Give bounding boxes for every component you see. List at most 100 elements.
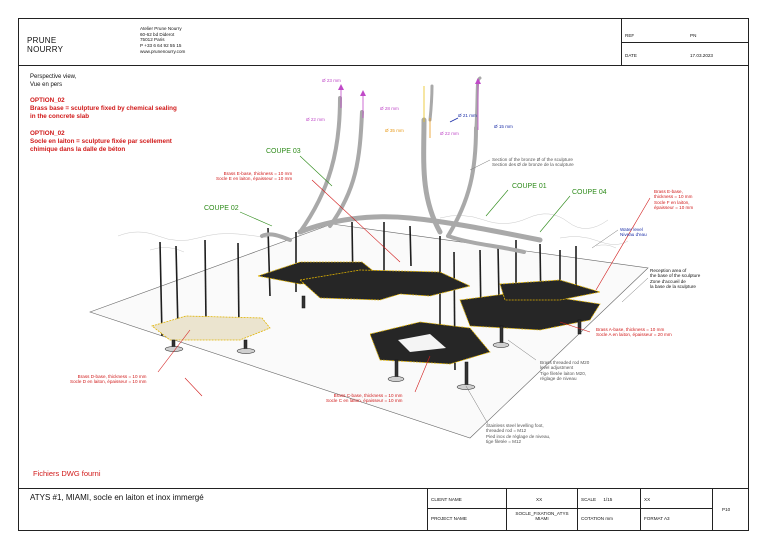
studio-address: Atelier Prune Nourry 60-62 bd Diderot 75… bbox=[140, 26, 185, 55]
note-abase: Brass A-base, thickness = 10 mm Socle A … bbox=[596, 327, 672, 338]
tb-xx-cell bbox=[640, 488, 713, 509]
view-caption: Perspective view, Vue en pers bbox=[30, 74, 76, 90]
note-abase-fr: Socle A en laiton, épaisseur = 20 mm bbox=[596, 332, 672, 338]
scale-value: 1/15 bbox=[603, 497, 613, 502]
note-foot-1: Stainless steel levelling foot, bbox=[486, 423, 544, 428]
dim-22-right: Ø 22 mm bbox=[440, 131, 459, 136]
note-reception-3: Zone d'accueil de bbox=[650, 278, 686, 284]
studio-name: Atelier Prune Nourry bbox=[140, 26, 182, 31]
water-surface-lines bbox=[117, 213, 629, 253]
note-rod-1: Brass threaded rod M20 bbox=[540, 360, 590, 365]
base-d bbox=[151, 315, 271, 341]
note-rod-3: Tige filetée laiton M20, bbox=[540, 370, 587, 376]
ref-label: REF bbox=[625, 33, 635, 38]
brand-name: PRUNE NOURRY bbox=[27, 36, 63, 54]
project-value-2: MIAMI bbox=[535, 516, 549, 522]
address-line-2: 75012 Paris bbox=[140, 37, 165, 43]
note-reception-area: Reception area of the base of the sculpt… bbox=[650, 268, 700, 289]
section-coupe-01: COUPE 01 bbox=[512, 183, 547, 190]
bronze-sculpture bbox=[260, 76, 543, 254]
option-line-en-1: Brass base = sculpture fixed by chemical… bbox=[30, 105, 177, 113]
note-ebase-right-1: Brass E-base, bbox=[654, 189, 683, 194]
note-water-en: Water level bbox=[620, 227, 643, 232]
dim-22-left: Ø 22 mm bbox=[306, 117, 325, 122]
format-label: FORMAT A3 bbox=[644, 516, 670, 521]
note-rod-2: level adjustment bbox=[540, 365, 574, 371]
grey-leaders bbox=[465, 159, 649, 425]
scale-label: SCALE 1/15 bbox=[581, 497, 612, 502]
note-cbase-fr: Socle C en laiton, épaisseur = 10 mm bbox=[326, 398, 403, 404]
section-coupe-02: COUPE 02 bbox=[204, 205, 239, 212]
ref-value: PN bbox=[690, 33, 697, 38]
dim-28: Ø 28 mm bbox=[380, 106, 399, 111]
note-ebase-right-2: thickness = 10 mm bbox=[654, 194, 693, 200]
note-reception-4: la base de la sculpture bbox=[650, 283, 696, 289]
note-foot-3: Pied inox de réglage de niveau, bbox=[486, 433, 551, 439]
note-ebase-left-en: Brass E-base, thickness = 10 mm bbox=[223, 171, 293, 176]
project-value-1: SOCLE_FIXATION_ATYS bbox=[515, 511, 569, 516]
section-coupe-04: COUPE 04 bbox=[572, 189, 607, 196]
dimension-arrows bbox=[338, 78, 481, 138]
green-leaders bbox=[239, 155, 571, 233]
note-reception-1: Reception area of bbox=[650, 268, 687, 273]
cotation-label: COTATION mm bbox=[581, 516, 613, 521]
note-dwg-files: Fichiers DWG fourni bbox=[33, 469, 101, 478]
option-line-en-2: in the concrete slab bbox=[30, 113, 90, 121]
date-value: 17.03.2023 bbox=[690, 53, 713, 58]
option-title-en: OPTION_02 bbox=[30, 97, 65, 104]
dim-23: Ø 23 mm bbox=[322, 78, 341, 83]
note-ebase-right-4: épaisseur = 10 mm bbox=[654, 204, 694, 210]
option-title-fr: OPTION_02 bbox=[30, 130, 65, 137]
note-ebase-right-3: Socle F en laiton, bbox=[654, 199, 690, 205]
brass-bases bbox=[151, 261, 601, 365]
note-reception-2: the base of the sculpture bbox=[650, 273, 701, 279]
note-ebase-left-fr: Socle E en laiton, épaisseur = 10 mm bbox=[216, 176, 293, 182]
dim-21: Ø 21 mm bbox=[458, 113, 477, 118]
note-abase-en: Brass A-base, thickness = 10 mm bbox=[596, 327, 665, 332]
note-bronze-section: Section of the bronze Ø of the sculpture… bbox=[492, 157, 574, 168]
base-f bbox=[499, 279, 601, 301]
client-value: XX bbox=[536, 497, 543, 502]
note-threaded-rod: Brass threaded rod M20 level adjustment … bbox=[540, 360, 589, 381]
client-label: CLIENT NAME bbox=[431, 497, 462, 502]
website: www.prunenourry.com bbox=[140, 48, 186, 54]
dim-35: Ø 35 mm bbox=[385, 128, 404, 133]
view-caption-fr: Vue en pers bbox=[30, 81, 63, 88]
date-label: DATE bbox=[625, 53, 637, 58]
address-line-1: 60-62 bd Diderot bbox=[140, 31, 175, 37]
note-water-fr: Niveau d'eau bbox=[620, 232, 647, 238]
note-rod-4: réglage de niveau bbox=[540, 375, 577, 381]
tb-page-cell bbox=[712, 488, 749, 531]
note-levelling-foot: Stainless steel levelling foot, threaded… bbox=[486, 423, 550, 444]
levelling-feet bbox=[164, 295, 582, 390]
note-water-level: Water level Niveau d'eau bbox=[620, 227, 647, 238]
base-c-cutout bbox=[398, 334, 446, 352]
note-ebase-right: Brass E-base, thickness = 10 mm Socle F … bbox=[654, 189, 693, 210]
xx-value: XX bbox=[644, 497, 651, 502]
header-ref-divider bbox=[621, 42, 749, 43]
view-caption-en: Perspective view, bbox=[30, 74, 77, 80]
project-value: SOCLE_FIXATION_ATYS MIAMI bbox=[510, 511, 574, 522]
note-foot-2: threaded rod = M12 bbox=[486, 428, 527, 434]
project-label: PROJECT NAME bbox=[431, 516, 467, 521]
dim-15: Ø 15 mm bbox=[494, 124, 513, 129]
note-dbase-en: Brass D-base, thickness = 10 mm bbox=[77, 374, 147, 379]
section-coupe-03: COUPE 03 bbox=[266, 148, 301, 155]
note-dbase: Brass D-base, thickness = 10 mm Socle D … bbox=[70, 374, 146, 385]
reception-slab bbox=[89, 223, 649, 439]
base-main bbox=[299, 269, 472, 301]
scale-label-text: SCALE bbox=[581, 497, 597, 502]
brand-line-1: PRUNE bbox=[27, 36, 57, 45]
note-bronze-en: Section of the bronze Ø of the sculpture bbox=[492, 157, 573, 162]
option-line-fr-1: Socle en laiton = sculpture fixée par sc… bbox=[30, 138, 172, 146]
option-note-fr: OPTION_02 Socle en laiton = sculpture fi… bbox=[30, 130, 172, 155]
project-title: ATYS #1, MIAMI, socle en laiton et inox … bbox=[30, 493, 204, 502]
page-number: P10 bbox=[722, 507, 731, 512]
option-note-en: OPTION_02 Brass base = sculpture fixed b… bbox=[30, 97, 177, 122]
note-cbase-en: Brass C-base, thickness = 10 mm bbox=[333, 393, 403, 398]
note-bronze-fr: Section des Ø de bronze de la sculpture bbox=[492, 162, 574, 168]
title-block-rule bbox=[18, 488, 749, 489]
note-ebase-left: Brass E-base, thickness = 10 mm Socle E … bbox=[216, 171, 292, 182]
option-line-fr-2: chimique dans la dalle de béton bbox=[30, 146, 126, 154]
